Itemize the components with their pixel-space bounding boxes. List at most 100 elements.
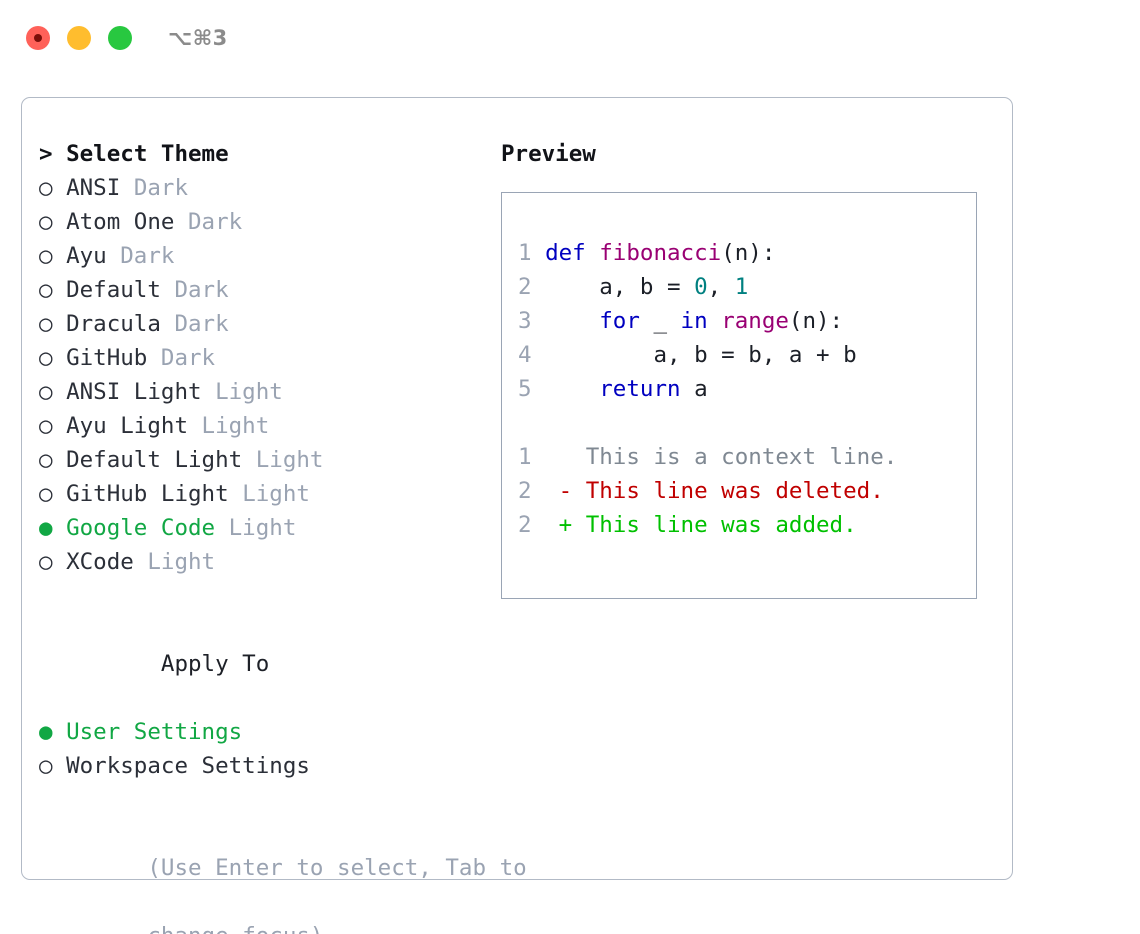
theme-option-default[interactable]: ○ Default Dark (39, 273, 489, 307)
theme-variant-tag: Dark (120, 243, 175, 269)
option-gap (174, 209, 188, 235)
main-panel: > Select Theme ○ ANSI Dark○ Atom One Dar… (21, 97, 1013, 934)
radio-unselected-icon: ○ (39, 753, 53, 779)
section-spacer (39, 579, 489, 613)
code-token-fn: range (721, 308, 789, 334)
option-gap (188, 413, 202, 439)
apply-to-indent (147, 647, 161, 681)
code-token-fn: fibonacci (599, 240, 722, 266)
theme-option-label: Default (66, 277, 161, 303)
code-gap (532, 274, 546, 300)
keyboard-shortcut-label: ⌥⌘3 (168, 26, 228, 50)
keyboard-hint-line2: change focus) (147, 923, 323, 934)
option-gap (53, 311, 67, 337)
preview-column: Preview 1 def fibonacci(n):2 a, b = 0, 1… (501, 137, 1001, 599)
diff-marker (559, 444, 573, 470)
zoom-button[interactable] (108, 26, 132, 50)
radio-unselected-icon: ○ (39, 549, 53, 575)
close-button[interactable] (26, 26, 50, 50)
line-number: 2 (518, 274, 532, 300)
option-gap (147, 345, 161, 371)
theme-variant-tag: Dark (133, 175, 188, 201)
preview-title: Preview (501, 141, 596, 167)
code-line: 5 return a (518, 372, 897, 406)
option-gap (161, 277, 175, 303)
theme-variant-tag: Light (201, 413, 270, 439)
diff-line-text: This line was deleted. (585, 478, 884, 504)
theme-variant-tag: Dark (174, 277, 229, 303)
code-gap (532, 376, 546, 402)
theme-option-label: Ayu (66, 243, 107, 269)
theme-option-label: Dracula (66, 311, 161, 337)
option-gap (242, 447, 256, 473)
code-gap (572, 444, 586, 470)
code-token-plain: a (680, 376, 708, 402)
theme-option-xcode[interactable]: ○ XCode Light (39, 545, 489, 579)
select-theme-heading: > Select Theme (39, 141, 229, 167)
code-line: 2 a, b = 0, 1 (518, 270, 897, 304)
theme-option-github-light[interactable]: ○ GitHub Light Light (39, 477, 489, 511)
apply-to-option-user-settings[interactable]: ● User Settings (39, 715, 489, 749)
theme-option-github[interactable]: ○ GitHub Dark (39, 341, 489, 375)
theme-option-dracula[interactable]: ○ Dracula Dark (39, 307, 489, 341)
theme-option-label: Atom One (66, 209, 175, 235)
line-number: 3 (518, 308, 532, 334)
option-gap (229, 481, 243, 507)
code-gap (532, 444, 559, 470)
theme-option-default-light[interactable]: ○ Default Light Light (39, 443, 489, 477)
option-gap (53, 481, 67, 507)
theme-option-ansi[interactable]: ○ ANSI Dark (39, 171, 489, 205)
code-token-kw: in (680, 308, 708, 334)
option-gap (53, 175, 67, 201)
code-gap (572, 512, 586, 538)
theme-variant-tag: Dark (160, 345, 216, 371)
code-token-kw: for (599, 308, 640, 334)
theme-option-label: Google Code (66, 515, 216, 541)
code-token-plain: a, b = (545, 274, 695, 300)
option-gap (134, 549, 148, 575)
diff-line-added: 2 + This line was added. (518, 508, 897, 542)
code-token-kw: return (599, 376, 681, 402)
keyboard-hint-line1: (Use Enter to select, Tab to (147, 855, 527, 881)
theme-option-label: GitHub Light (66, 481, 229, 507)
code-gap (532, 478, 559, 504)
minimize-button[interactable] (67, 26, 91, 50)
title-bar: ⌥⌘3 (0, 0, 1140, 78)
code-line: 3 for _ in range(n): (518, 304, 897, 338)
line-number: 1 (518, 444, 532, 470)
code-gap (572, 478, 586, 504)
apply-to-option-workspace-settings[interactable]: ○ Workspace Settings (39, 749, 489, 783)
theme-option-list[interactable]: ○ ANSI Dark○ Atom One Dark○ Ayu Dark○ De… (39, 171, 489, 579)
radio-selected-icon: ● (39, 515, 53, 541)
code-token-punc: (n): (788, 308, 844, 334)
code-line: 1 def fibonacci(n): (518, 236, 897, 270)
radio-unselected-icon: ○ (39, 345, 53, 371)
code-token-kw: def (545, 240, 600, 266)
theme-option-atom-one[interactable]: ○ Atom One Dark (39, 205, 489, 239)
option-gap (53, 277, 67, 303)
code-token-plain: _ (639, 308, 681, 334)
line-number: 2 (518, 512, 532, 538)
theme-option-label: ANSI (66, 175, 121, 201)
code-gap (532, 240, 546, 266)
theme-option-ayu[interactable]: ○ Ayu Dark (39, 239, 489, 273)
option-gap (53, 413, 67, 439)
apply-to-option-list[interactable]: ● User Settings○ Workspace Settings (39, 715, 489, 783)
theme-option-ansi-light[interactable]: ○ ANSI Light Light (39, 375, 489, 409)
code-gap (532, 308, 546, 334)
option-gap (120, 175, 134, 201)
code-line: 4 a, b = b, a + b (518, 338, 897, 372)
theme-option-google-code[interactable]: ● Google Code Light (39, 511, 489, 545)
theme-variant-tag: Dark (188, 209, 243, 235)
line-number: 1 (518, 240, 532, 266)
option-gap (161, 311, 175, 337)
option-gap (53, 515, 67, 541)
code-token-plain (545, 376, 599, 402)
option-gap (53, 243, 67, 269)
theme-option-label: GitHub (66, 345, 148, 371)
diff-line-text: This line was added. (585, 512, 857, 538)
option-gap (53, 753, 67, 779)
code-token-plain: , (707, 274, 735, 300)
theme-option-ayu-light[interactable]: ○ Ayu Light Light (39, 409, 489, 443)
